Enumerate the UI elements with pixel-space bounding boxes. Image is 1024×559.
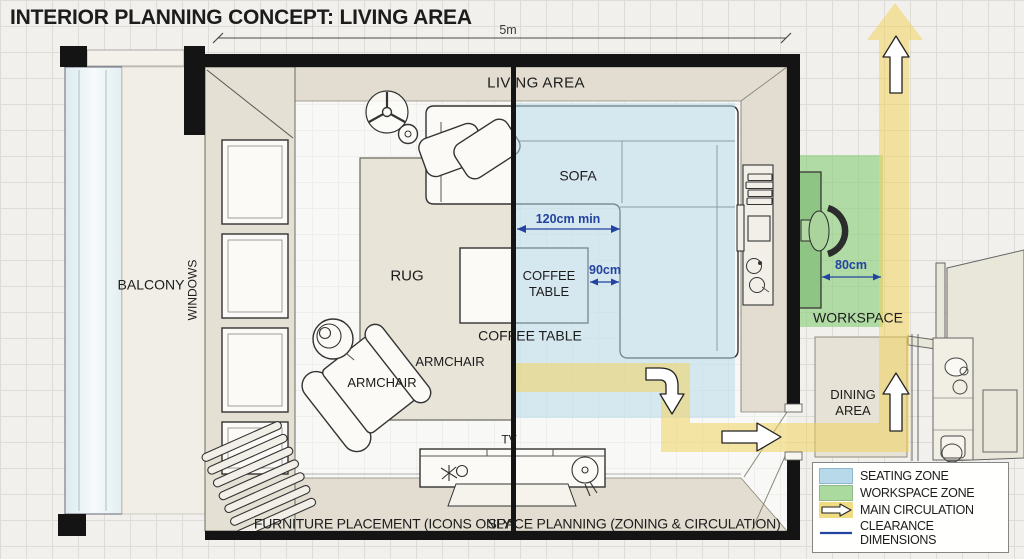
tv-label: TV <box>501 432 517 447</box>
left-half-caption: FURNITURE PLACEMENT (ICONS ONLY) <box>253 515 517 532</box>
armchair <box>301 323 432 453</box>
wall-stub <box>184 46 205 135</box>
top-wall <box>205 54 800 67</box>
bottom-wall <box>205 531 800 540</box>
window-wall <box>204 66 296 532</box>
balcony-floor <box>121 66 206 515</box>
legend-item-workspace-zone: WORKSPACE ZONE <box>819 485 1002 501</box>
sideboard <box>736 164 774 306</box>
floor-lamp-icon <box>312 318 355 361</box>
arrow-right-icon <box>721 422 782 452</box>
room-width-dimension <box>212 32 792 44</box>
legend: SEATING ZONE WORKSPACE ZONE MAIN CIRCULA… <box>812 462 1009 553</box>
clearance-line-icon <box>820 531 852 535</box>
balcony-top-rail <box>86 49 185 67</box>
circulation-path <box>516 3 923 452</box>
right-half-caption: SPACE PLANNING (ZONING & CIRCULATION) <box>487 515 781 532</box>
right-wall-upper <box>787 54 800 412</box>
legend-label: CLEARANCE DIMENSIONS <box>860 519 937 547</box>
living-area-label: LIVING AREA <box>487 74 585 92</box>
seating-zone-swatch <box>819 468 853 484</box>
adjacent-rooms-sketch <box>907 249 1024 463</box>
legend-item-seating-zone: SEATING ZONE <box>819 468 1002 484</box>
sofa-clearance-label: 120cm min <box>535 212 601 227</box>
table-clearance-dimension <box>590 278 619 286</box>
pendant-lamp-icon <box>397 123 419 145</box>
plant-icon <box>440 464 469 481</box>
coffee-table-label: COFFEE TABLE <box>522 267 576 299</box>
half-divider-line <box>511 54 516 536</box>
legend-label: WORKSPACE ZONE <box>860 486 975 500</box>
door-jamb <box>784 451 803 461</box>
rug-label: RUG <box>390 267 424 285</box>
arrow-up-icon <box>882 372 910 432</box>
balcony-corner-post <box>60 46 87 67</box>
sofa-clearance-dimension <box>517 225 620 233</box>
dining-area-label: DINING AREA <box>830 386 876 418</box>
window-panel <box>221 233 289 319</box>
window-panel <box>221 327 289 413</box>
desk-clearance-label: 80cm <box>835 258 867 273</box>
legend-item-main-circulation: MAIN CIRCULATION <box>819 502 1002 518</box>
balcony-corner-post <box>58 514 86 536</box>
legend-label: SEATING ZONE <box>860 469 949 483</box>
decor-box <box>747 215 771 242</box>
radiator <box>201 421 317 539</box>
arrow-up-icon <box>882 35 910 94</box>
right-wall-lower <box>787 452 800 540</box>
legend-item-clearance-dimensions: CLEARANCE DIMENSIONS <box>819 519 1002 547</box>
desk-chair <box>826 204 849 258</box>
room-width-label: 5m <box>499 23 517 38</box>
workspace-zone-swatch <box>819 485 853 501</box>
workspace-label: WORKSPACE <box>813 309 903 326</box>
workspace-zone <box>797 155 883 327</box>
ceiling-fan-icon <box>365 90 419 145</box>
door-jamb <box>784 403 803 413</box>
armchair-caption: ARMCHAIR <box>415 353 485 369</box>
sofa-label: SOFA <box>559 167 597 184</box>
coffee-table-caption: COFFEE TABLE <box>478 327 582 344</box>
balcony-glass-panel <box>64 66 123 515</box>
legend-label: MAIN CIRCULATION <box>860 503 974 517</box>
desk-clearance-dimension <box>822 273 881 281</box>
plant-icon <box>571 456 599 497</box>
balcony <box>64 49 206 515</box>
windows-label: WINDOWS <box>185 259 200 321</box>
arrow-turn-down-icon <box>645 367 685 415</box>
table-clearance-label: 90cm <box>589 263 621 278</box>
page-title: INTERIOR PLANNING CONCEPT: LIVING AREA <box>10 6 472 29</box>
balcony-label: BALCONY <box>117 276 185 293</box>
armchair-label: ARMCHAIR <box>347 374 417 390</box>
walls <box>58 46 803 540</box>
circulation-arrow-icon <box>819 502 853 518</box>
window-panel <box>221 139 289 225</box>
